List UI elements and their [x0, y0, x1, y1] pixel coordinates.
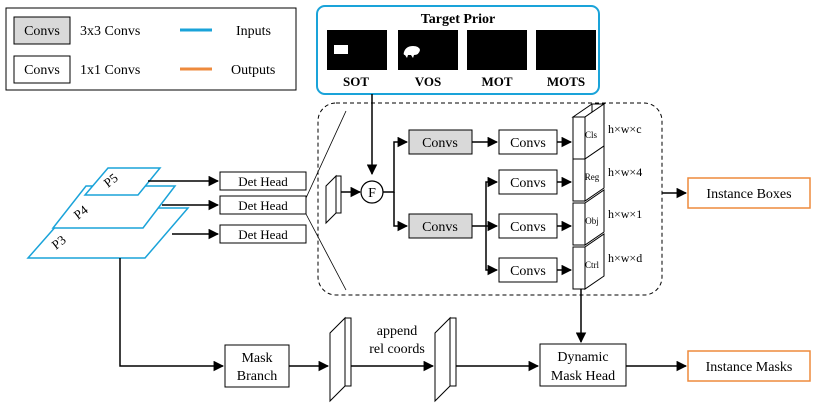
legend-1x1-box-label: Convs: [24, 63, 60, 78]
mask-branch: Mask Branch: [224, 344, 290, 388]
zoom-line-bottom: [305, 213, 347, 291]
box-split-reg: [485, 176, 499, 226]
reg-1x1-convs: Convs: [498, 169, 558, 195]
cls-1x1-convs-label: Convs: [510, 136, 546, 151]
vos-mask-shape: [403, 46, 420, 58]
task-label-sot: SOT: [343, 74, 369, 89]
cls-1x1-convs: Convs: [498, 129, 558, 155]
obj-tag: Obj: [585, 216, 599, 226]
legend-inputs-text: Inputs: [236, 24, 271, 39]
shape-label-reg: h×w×4: [608, 165, 642, 179]
append-line1: append: [377, 324, 417, 339]
mots-thumbnail: [536, 30, 596, 70]
box-3x3-convs: Convs: [408, 213, 473, 239]
pyramid-level-p5: [83, 167, 162, 196]
shape-label-ctrl: h×w×d: [608, 251, 642, 265]
obj-output-map: Obj: [572, 189, 605, 246]
pyramid-level-p4: [51, 185, 177, 229]
task-label-mots: MOTS: [547, 74, 585, 89]
instance-boxes-label: Instance Boxes: [706, 187, 791, 202]
target-prior-panel: Target Prior SOT VOS MOT MOTS: [316, 5, 600, 95]
mask-feature-map: [329, 316, 352, 403]
cls-3x3-convs-label: Convs: [422, 136, 458, 151]
mask-branch-line1: Mask: [241, 351, 272, 366]
reg-output-map: Reg: [572, 145, 605, 202]
target-prior-title: Target Prior: [421, 12, 496, 27]
legend-3x3-swatch: [13, 16, 71, 45]
legend-1x1-swatch: [13, 55, 71, 84]
task-label-vos: VOS: [415, 74, 441, 89]
reg-tag: Reg: [585, 172, 600, 182]
det-head-2: Det Head: [219, 195, 307, 215]
det-head-1-label: Det Head: [238, 174, 288, 189]
dynamic-head-line1: Dynamic: [557, 350, 608, 365]
head-region-dashed: [317, 102, 663, 296]
det-head-3: Det Head: [219, 224, 307, 244]
det-head-2-label: Det Head: [238, 198, 288, 213]
shape-label-cls: h×w×c: [608, 122, 642, 136]
ctrl-1x1-convs-label: Convs: [510, 264, 546, 279]
zoom-line-top: [305, 110, 347, 199]
legend-3x3-box-label: Convs: [24, 24, 60, 39]
fusion-to-cls-convs: [383, 136, 409, 193]
feature-pyramid: P5 P4 P3: [26, 167, 190, 259]
cls-tag: Cls: [585, 130, 598, 140]
det-head-3-label: Det Head: [238, 227, 288, 242]
dynamic-mask-head: Dynamic Mask Head: [539, 343, 627, 387]
ctrl-output-map: Ctrl: [572, 233, 605, 290]
legend-outputs-text: Outputs: [231, 63, 275, 78]
reg-1x1-convs-label: Convs: [510, 176, 546, 191]
box-split-ctrl: [485, 226, 499, 276]
mask-branch-line2: Branch: [237, 369, 277, 384]
ctrl-tag: Ctrl: [585, 260, 600, 270]
obj-1x1-convs: Convs: [498, 213, 558, 239]
shape-label-obj: h×w×1: [608, 207, 642, 221]
instance-masks-label: Instance Masks: [706, 360, 793, 375]
det-head-1: Det Head: [219, 171, 307, 191]
input-feature-map: [325, 174, 337, 225]
dynamic-head-line2: Mask Head: [551, 369, 615, 384]
cls-3x3-convs: Convs: [408, 129, 473, 155]
ctrl-1x1-convs: Convs: [498, 257, 558, 283]
mot-thumbnail: [467, 30, 527, 70]
task-label-mot: MOT: [481, 74, 512, 89]
box-3x3-convs-label: Convs: [422, 220, 458, 235]
p3-to-mask-branch-arrow: [119, 258, 225, 372]
append-line2: rel coords: [369, 342, 425, 357]
instance-masks-output: Instance Masks: [687, 350, 811, 382]
mask-feature-map-with-coords: [434, 316, 457, 403]
fusion-label: F: [368, 186, 376, 201]
legend: Convs 3x3 Convs Convs 1x1 Convs Inputs O…: [5, 7, 297, 91]
legend-1x1-text: 1x1 Convs: [80, 63, 140, 78]
fusion-to-box-convs: [393, 192, 409, 232]
sot-box: [334, 45, 348, 54]
obj-1x1-convs-label: Convs: [510, 220, 546, 235]
legend-3x3-text: 3x3 Convs: [80, 24, 140, 39]
instance-boxes-output: Instance Boxes: [687, 177, 811, 209]
input-feature-map-side: [335, 175, 342, 214]
